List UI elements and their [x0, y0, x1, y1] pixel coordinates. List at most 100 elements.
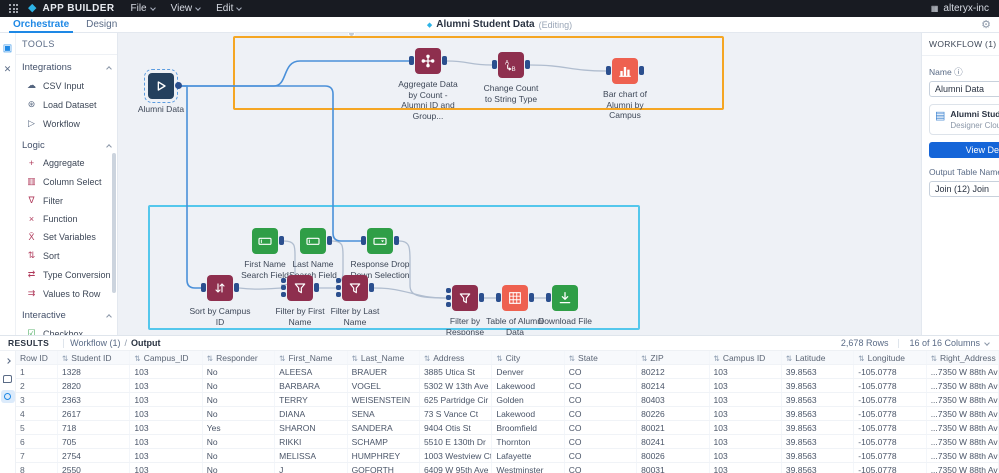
column-header-state[interactable]: ⇅State [565, 351, 638, 364]
output-anchor[interactable] [394, 236, 399, 245]
barchart-node-icon[interactable] [606, 58, 644, 84]
workflow-node-icon[interactable] [144, 69, 182, 103]
column-header-zip[interactable]: ⇅ZIP [637, 351, 710, 364]
tool-item-workflow[interactable]: ▷Workflow [16, 114, 117, 133]
tools-scrollbar[interactable] [112, 153, 116, 293]
input-anchor[interactable] [361, 236, 366, 245]
dropdown-node-icon[interactable] [361, 228, 399, 254]
tools-section-logic[interactable]: Logic [16, 133, 117, 154]
tab-design[interactable]: Design [86, 18, 118, 30]
input-anchor[interactable] [496, 293, 501, 302]
input-field-node-icon[interactable] [300, 228, 332, 254]
funnel-node-icon[interactable] [446, 285, 484, 311]
tool-item-checkbox[interactable]: ☑Checkbox [16, 324, 117, 335]
input-anchor[interactable] [281, 278, 286, 283]
output-table-input[interactable]: Join (12) Join [929, 181, 999, 197]
column-header-longitude[interactable]: ⇅Longitude [854, 351, 927, 364]
input-anchor[interactable] [409, 56, 414, 65]
input-anchor[interactable] [336, 292, 341, 297]
funnel-node-icon[interactable] [281, 275, 319, 301]
input-anchor[interactable] [281, 292, 286, 297]
app-launcher-icon[interactable] [9, 4, 18, 13]
tool-item-load-dataset[interactable]: ⊛Load Dataset [16, 95, 117, 114]
source-card[interactable]: ▤ Alumni Student Data - Designer Cloud [929, 104, 999, 135]
output-anchor[interactable] [314, 283, 319, 292]
input-anchor[interactable] [336, 285, 341, 290]
output-anchor[interactable] [442, 56, 447, 65]
column-header-campus-id[interactable]: ⇅Campus ID [710, 351, 782, 364]
comment-icon[interactable] [3, 375, 12, 383]
account-name[interactable]: alteryx-inc [943, 3, 989, 14]
column-header-address[interactable]: ⇅Address [420, 351, 493, 364]
column-header-last-name[interactable]: ⇅Last_Name [348, 351, 420, 364]
input-anchor[interactable] [281, 285, 286, 290]
input-anchor[interactable] [492, 60, 497, 69]
table-node-icon[interactable] [496, 285, 534, 311]
chevron-down-icon[interactable] [984, 339, 990, 346]
tool-item-filter[interactable]: ∇Filter [16, 191, 117, 210]
view-details-button[interactable]: View De [929, 142, 999, 158]
aggregate-node-icon[interactable] [409, 48, 447, 74]
output-anchor[interactable] [479, 293, 484, 302]
tool-item-aggregate[interactable]: +Aggregate [16, 154, 117, 172]
breadcrumb-current[interactable]: Output [131, 338, 161, 348]
menu-file[interactable]: File [130, 3, 156, 14]
tools-section-integrations[interactable]: Integrations [16, 55, 117, 76]
gear-icon[interactable]: ⚙ [981, 19, 991, 31]
tool-item-type-conversion[interactable]: ⇄Type Conversion [16, 265, 117, 284]
input-anchor[interactable] [606, 66, 611, 75]
input-anchor[interactable] [446, 295, 451, 300]
columns-count[interactable]: 16 of 16 Columns [909, 338, 980, 348]
column-header-campus-id[interactable]: ⇅Campus_ID [130, 351, 203, 364]
output-anchor[interactable] [279, 236, 284, 245]
input-field-node-icon[interactable] [252, 228, 284, 254]
column-header-right-address[interactable]: ⇅Right_Address [927, 351, 999, 364]
output-anchor[interactable] [529, 293, 534, 302]
input-anchor[interactable] [201, 283, 206, 292]
tab-orchestrate[interactable]: Orchestrate [9, 17, 74, 33]
tool-item-csv-input[interactable]: ☁CSV Input [16, 76, 117, 95]
column-header-row-id[interactable]: Row ID [16, 351, 58, 364]
tool-item-set-variables[interactable]: X̄Set Variables [16, 228, 117, 246]
tools-section-interactive[interactable]: Interactive [16, 303, 117, 324]
sort-node-icon[interactable] [201, 275, 239, 301]
output-anchor[interactable] [175, 82, 182, 89]
breadcrumb-parent[interactable]: Workflow (1) [70, 338, 121, 348]
tool-item-values-to-row[interactable]: ⇉Values to Row [16, 284, 117, 303]
rail-tools-icon[interactable]: ▣ [2, 43, 13, 54]
input-anchor[interactable] [446, 288, 451, 293]
tool-item-column-select[interactable]: ▥Column Select [16, 172, 117, 191]
column-header-first-name[interactable]: ⇅First_Name [275, 351, 348, 364]
output-anchor[interactable] [525, 60, 530, 69]
rail-close-icon[interactable]: ✕ [3, 64, 12, 74]
record-view-toggle[interactable] [0, 390, 15, 403]
input-anchor[interactable] [446, 302, 451, 307]
input-anchor[interactable] [546, 293, 551, 302]
expand-chevron-icon[interactable] [4, 358, 11, 364]
name-input[interactable]: Alumni Data [929, 81, 999, 97]
menu-view[interactable]: View [171, 3, 201, 14]
column-header-responder[interactable]: ⇅Responder [203, 351, 276, 364]
input-anchor[interactable] [336, 278, 341, 283]
output-anchor[interactable] [369, 283, 374, 292]
output-anchor[interactable] [639, 66, 644, 75]
output-anchor[interactable] [234, 283, 239, 292]
column-header-latitude[interactable]: ⇅Latitude [782, 351, 855, 364]
download-node-icon[interactable] [546, 285, 578, 311]
column-header-city[interactable]: ⇅City [492, 351, 565, 364]
funnel-node-icon[interactable] [336, 275, 374, 301]
menu-edit[interactable]: Edit [216, 3, 243, 14]
tool-item-function[interactable]: ×Function [16, 210, 117, 228]
column-header-student-id[interactable]: ⇅Student ID [58, 351, 131, 364]
tool-item-sort[interactable]: ⇅Sort [16, 246, 117, 265]
